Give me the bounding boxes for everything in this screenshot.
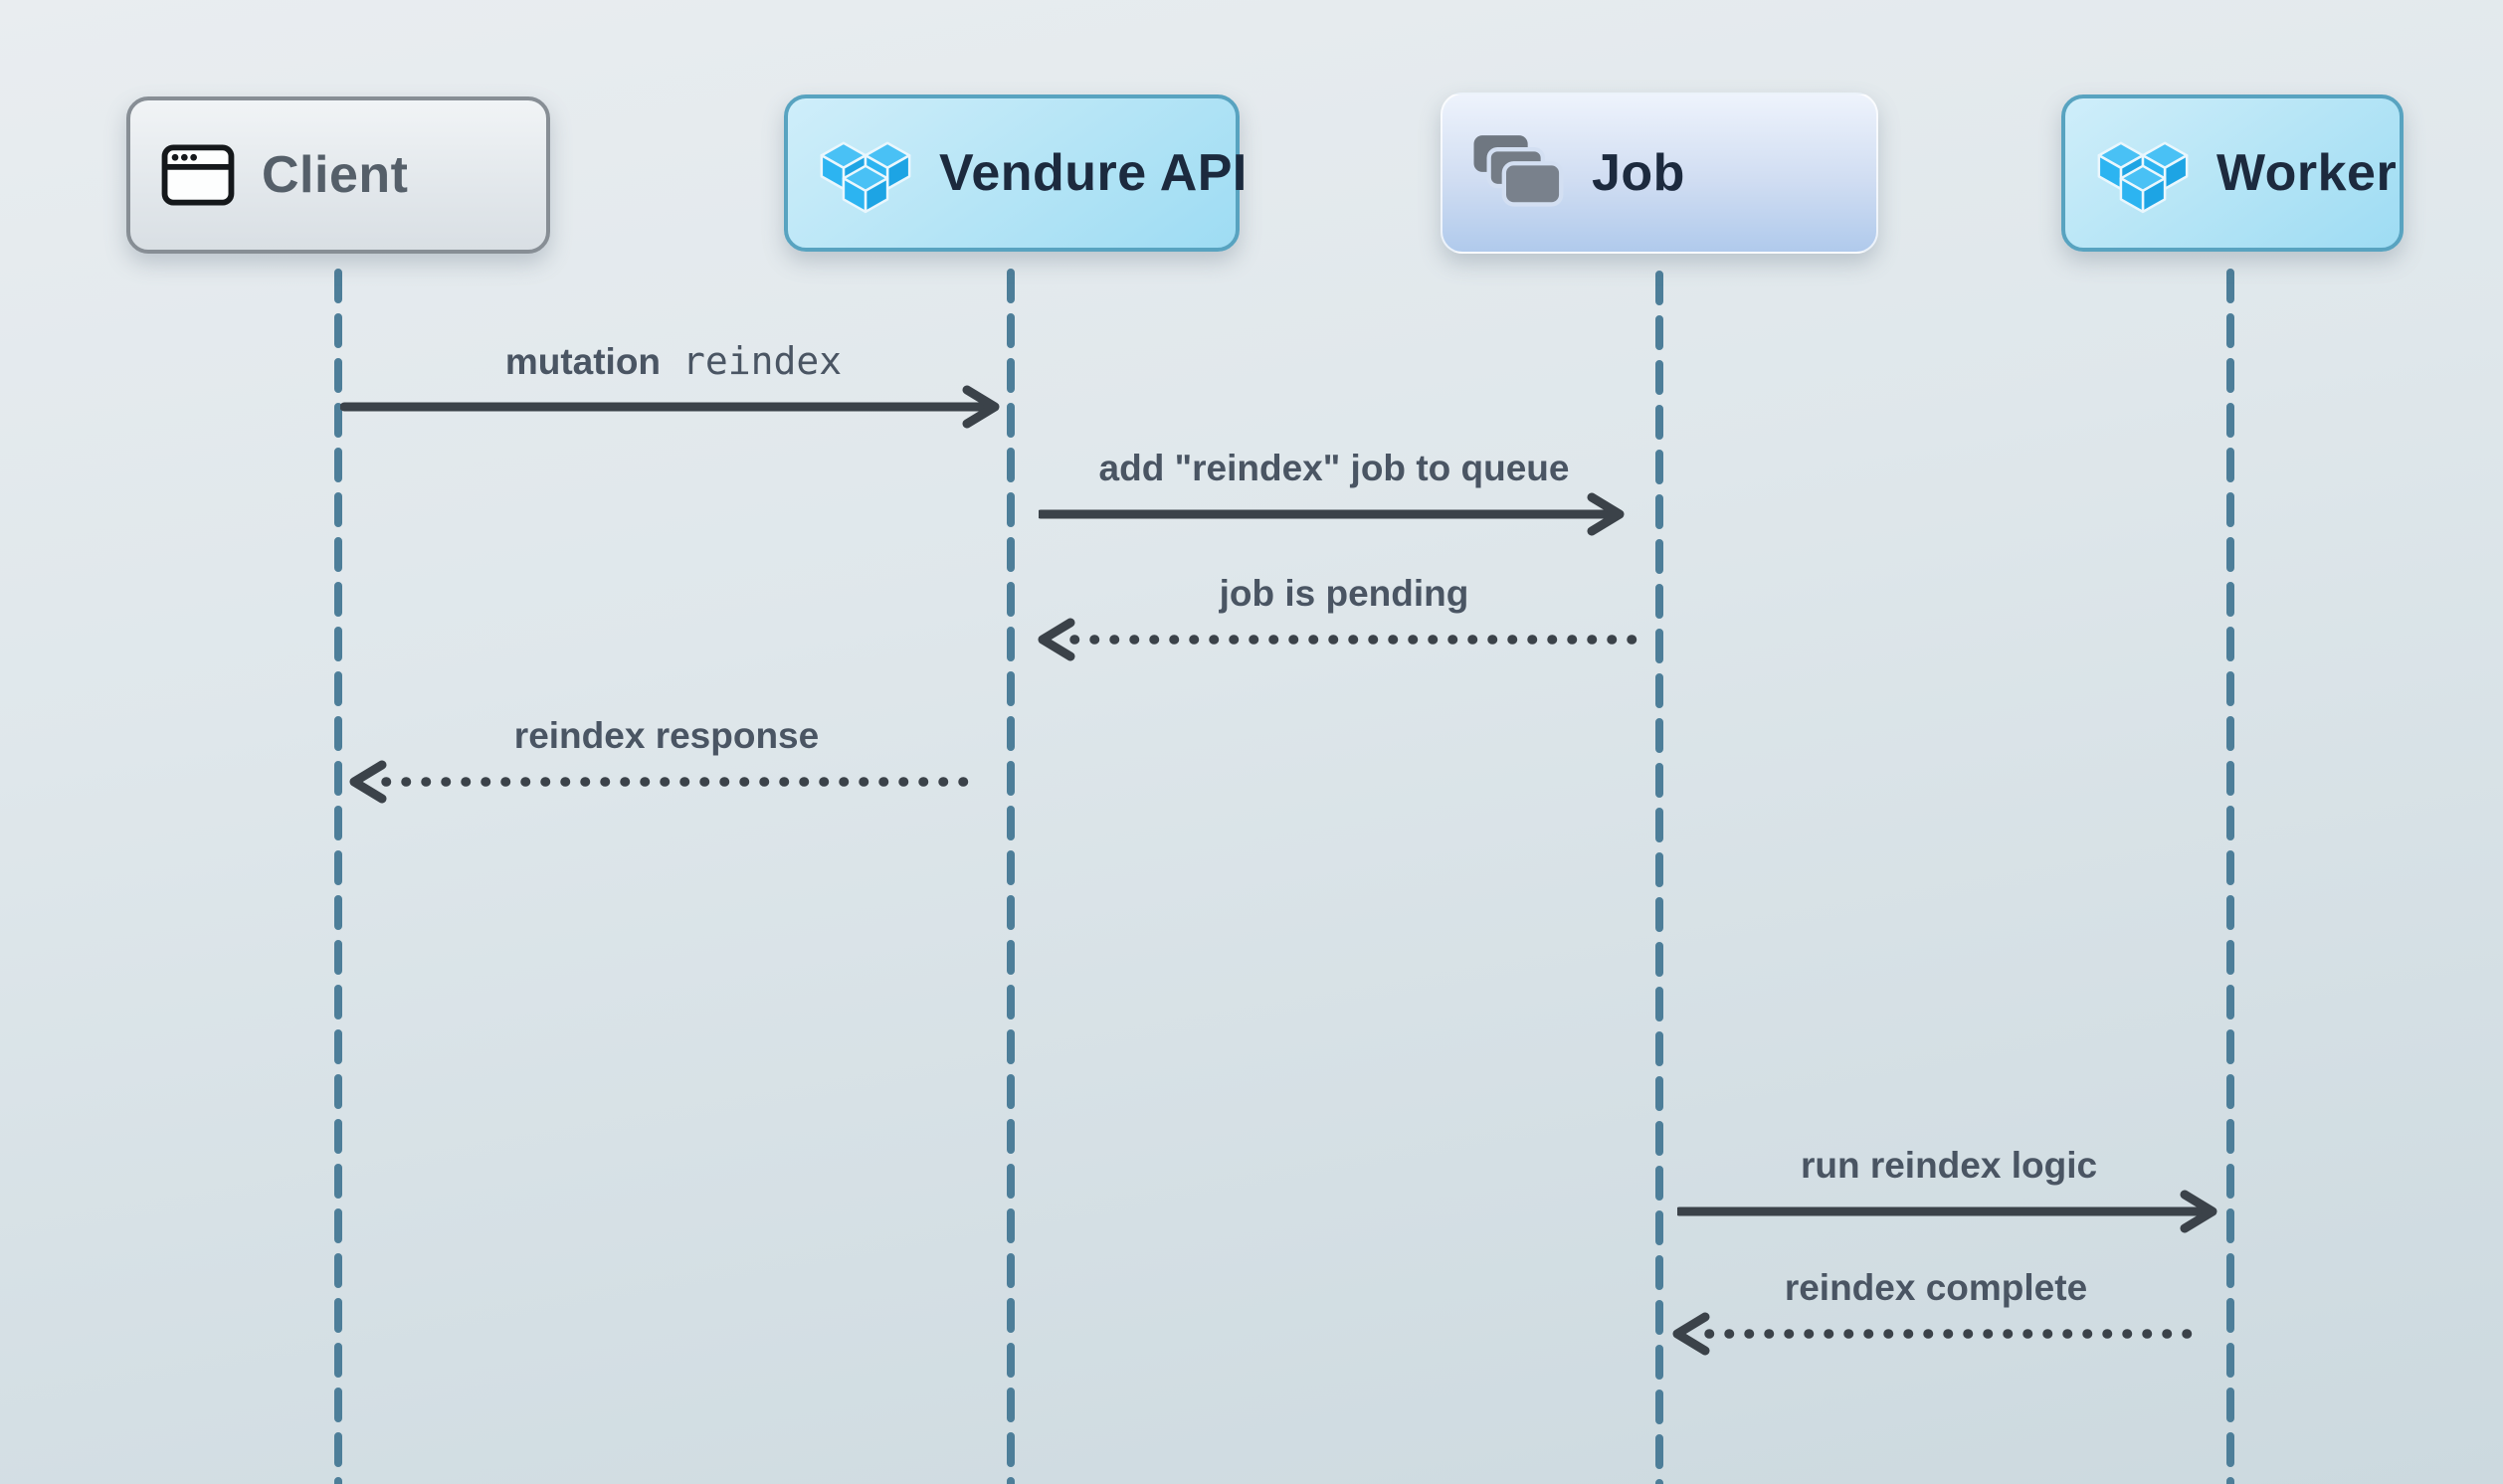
solid-arrow-right	[1039, 492, 1625, 536]
actor-box-worker: Worker	[2061, 94, 2404, 252]
message-run-reindex-logic: run reindex logic	[1677, 1142, 2220, 1233]
dotted-arrow-left	[1672, 1312, 2204, 1356]
solid-arrow-right	[340, 385, 1000, 429]
solid-arrow-right	[1677, 1190, 2217, 1233]
stacked-cards-icon	[1472, 134, 1566, 212]
actor-label-client: Client	[262, 146, 409, 204]
message-label: reindex complete	[1784, 1267, 2088, 1308]
message-label: job is pending	[1219, 573, 1469, 614]
actor-label-worker: Worker	[2216, 144, 2398, 202]
dotted-arrow-left	[1038, 618, 1654, 661]
message-add-job-to-queue: add "reindex" job to queue	[1039, 445, 1630, 536]
dotted-arrow-left	[349, 760, 988, 804]
vendure-logo-icon	[818, 132, 913, 215]
message-reindex-complete: reindex complete	[1667, 1264, 2205, 1356]
vendure-logo-icon	[2095, 132, 2191, 215]
message-job-is-pending: job is pending	[1033, 570, 1655, 661]
actor-label-vendure-api: Vendure API	[939, 144, 1248, 202]
actor-box-client: Client	[126, 96, 550, 254]
browser-window-icon	[160, 143, 236, 207]
actor-box-job: Job	[1441, 93, 1878, 254]
message-label: run reindex logic	[1800, 1145, 2098, 1186]
actor-label-job: Job	[1592, 144, 1685, 202]
message-label: reindex response	[513, 715, 820, 756]
message-reindex-response: reindex response	[344, 712, 989, 804]
actor-box-vendure-api: Vendure API	[784, 94, 1247, 252]
message-code-text: reindex	[682, 339, 843, 383]
message-label: add "reindex" job to queue	[1098, 448, 1570, 488]
